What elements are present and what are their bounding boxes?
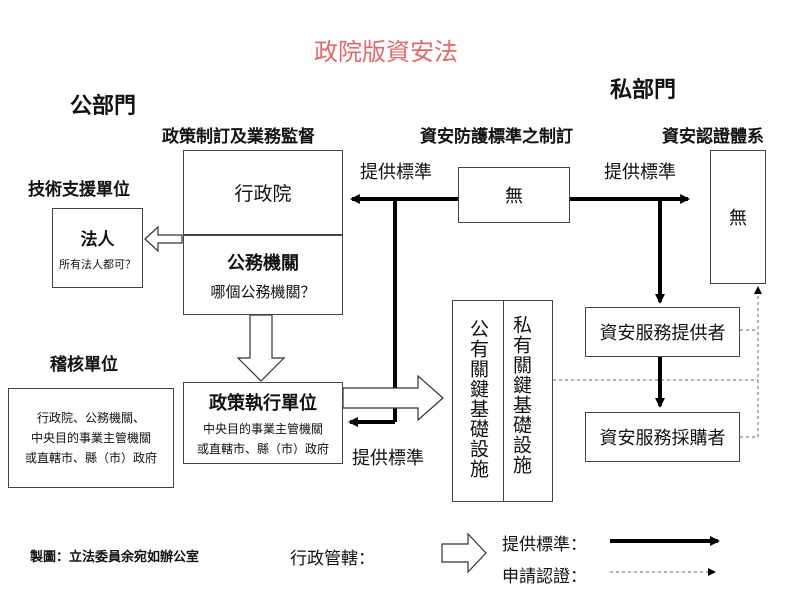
critical-infrastructure-box: 私有關鍵基礎設施 公有關鍵基礎設施 bbox=[452, 300, 553, 502]
agency-subtitle: 哪個公務機關？ bbox=[210, 282, 316, 301]
agency-title: 公務機關 bbox=[227, 252, 299, 274]
credit-text: 製圖：立法委員余宛如辦公室 bbox=[30, 550, 200, 565]
legal-person-box: 法人 所有法人都可？ bbox=[52, 208, 143, 288]
legal-person-title: 法人 bbox=[80, 229, 115, 250]
apply-dash-purchaser bbox=[740, 286, 762, 438]
audit-line-2: 中央目的事業主管機關 bbox=[30, 431, 151, 445]
public-cii-label: 公有關鍵基礎設施 bbox=[467, 319, 489, 479]
policy-supervision-heading: 政策制訂及業務監督 bbox=[162, 127, 315, 147]
security-service-provider-box: 資安服務提供者 bbox=[585, 307, 740, 357]
exec-unit-title: 政策執行單位 bbox=[209, 393, 317, 414]
cii-divider bbox=[503, 301, 504, 501]
arrow-label-standard-left: 提供標準 bbox=[360, 162, 432, 183]
arrow-label-standard-bottom: 提供標準 bbox=[352, 448, 424, 469]
certification-heading: 資安認證體系 bbox=[662, 127, 764, 147]
standards-none-label: 無 bbox=[505, 186, 523, 207]
legend-admin-label: 行政管轄： bbox=[290, 549, 375, 569]
security-service-purchaser-box: 資安服務採購者 bbox=[585, 412, 740, 462]
admin-arrow-down bbox=[236, 314, 286, 382]
audit-unit-box: 行政院、公務機關、 中央目的事業主管機關 或直轄市、縣（市）政府 bbox=[8, 388, 174, 488]
purchaser-label: 資安服務採購者 bbox=[599, 428, 726, 449]
executive-yuan-label: 行政院 bbox=[234, 183, 292, 205]
tech-support-heading: 技術支援單位 bbox=[28, 180, 130, 200]
admin-arrow-left bbox=[144, 225, 183, 253]
private-cii-label: 私有關鍵基礎設施 bbox=[510, 315, 532, 475]
admin-arrow-right bbox=[342, 374, 444, 422]
private-sector-heading: 私部門 bbox=[610, 78, 677, 103]
certification-none-box: 無 bbox=[710, 150, 766, 284]
legend-apply-label: 申請認證： bbox=[502, 567, 587, 587]
diagram-title: 政院版資安法 bbox=[314, 38, 458, 66]
exec-unit-line-2: 或直轄市、縣（市）政府 bbox=[196, 442, 329, 456]
policy-execution-unit-box: 政策執行單位 中央目的事業主管機關 或直轄市、縣（市）政府 bbox=[183, 382, 343, 464]
arrow-label-standard-right: 提供標準 bbox=[604, 162, 676, 183]
standards-setting-heading: 資安防護標準之制訂 bbox=[420, 127, 573, 147]
legal-person-subtitle: 所有法人都可？ bbox=[59, 257, 136, 271]
government-agency-box: 公務機關 哪個公務機關？ bbox=[183, 235, 343, 315]
exec-unit-line-1: 中央目的事業主管機關 bbox=[202, 422, 323, 436]
certification-none-label: 無 bbox=[729, 208, 747, 229]
legend-admin-arrow bbox=[441, 532, 487, 574]
standards-none-box: 無 bbox=[458, 167, 570, 223]
legend-standard-label: 提供標準： bbox=[502, 535, 587, 555]
executive-yuan-box: 行政院 bbox=[183, 150, 343, 235]
audit-line-1: 行政院、公務機關、 bbox=[36, 411, 145, 425]
public-sector-heading: 公部門 bbox=[70, 94, 137, 119]
audit-line-3: 或直轄市、縣（市）政府 bbox=[24, 451, 157, 465]
provider-label: 資安服務提供者 bbox=[599, 323, 726, 344]
audit-heading: 稽核單位 bbox=[50, 355, 118, 375]
